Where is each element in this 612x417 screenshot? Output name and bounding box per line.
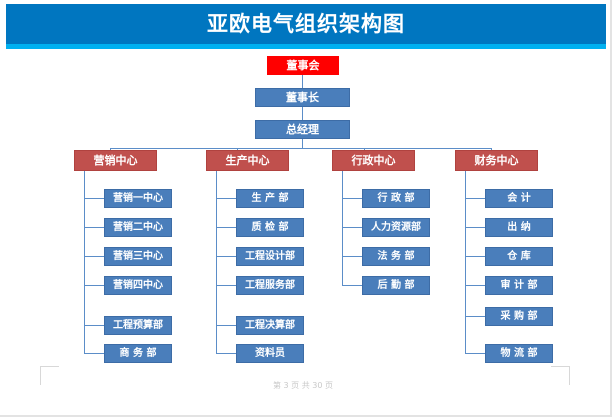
connector-spine-center-administration xyxy=(342,171,343,285)
title-banner: 亚欧电气组织架构图 xyxy=(6,4,606,44)
org-node-dept-logistics[interactable]: 物 流 部 xyxy=(485,344,553,363)
connector-stub-c1-d4 xyxy=(84,285,104,286)
org-node-dept-audit[interactable]: 审 计 部 xyxy=(485,276,553,295)
connector-stub-c2-d2 xyxy=(216,227,236,228)
connector-stub-c4-d1 xyxy=(465,198,485,199)
org-node-dept-engineering-service[interactable]: 工程服务部 xyxy=(236,276,304,295)
page-footer: 第 3 页 共 30 页 xyxy=(273,381,333,390)
org-node-dept-documentation-clerk[interactable]: 资料员 xyxy=(236,344,304,363)
org-node-dept-human-resources[interactable]: 人力资源部 xyxy=(362,218,430,237)
connector-gm-to-bus xyxy=(302,139,303,148)
connector-stub-c4-d3 xyxy=(465,256,485,257)
connector-stub-c2-d1 xyxy=(216,198,236,199)
org-node-dept-administration[interactable]: 行 政 部 xyxy=(362,189,430,208)
org-node-dept-warehouse[interactable]: 仓 库 xyxy=(485,247,553,266)
margin-mark-bottom-right xyxy=(551,366,570,385)
margin-mark-bottom-left xyxy=(40,366,59,385)
connector-spine-center-production xyxy=(216,171,217,353)
org-node-dept-engineering-settlement[interactable]: 工程决算部 xyxy=(236,316,304,335)
org-node-dept-marketing-3[interactable]: 营销三中心 xyxy=(104,247,172,266)
connector-stub-c1-d1 xyxy=(84,198,104,199)
org-node-chairman[interactable]: 董事长 xyxy=(255,88,350,107)
connector-spine-center-finance xyxy=(465,171,466,353)
org-node-general-manager[interactable]: 总经理 xyxy=(255,120,350,139)
connector-stub-c4-d6 xyxy=(465,353,485,354)
connector-center-bus xyxy=(110,148,491,149)
org-node-dept-cashier[interactable]: 出 纳 xyxy=(485,218,553,237)
connector-stub-c4-d4 xyxy=(465,285,485,286)
connector-stub-c3-d3 xyxy=(342,256,362,257)
connector-stub-c2-d3 xyxy=(216,256,236,257)
connector-stub-c3-d4 xyxy=(342,285,362,286)
connector-stub-c4-d2 xyxy=(465,227,485,228)
org-node-dept-accounting[interactable]: 会 计 xyxy=(485,189,553,208)
connector-stub-c1-d6 xyxy=(84,353,104,354)
org-node-dept-engineering-budget[interactable]: 工程预算部 xyxy=(104,316,172,335)
org-node-center-production[interactable]: 生产中心 xyxy=(206,150,289,171)
connector-chairman-to-gm xyxy=(302,107,303,120)
org-node-dept-business[interactable]: 商 务 部 xyxy=(104,344,172,363)
org-node-dept-marketing-4[interactable]: 营销四中心 xyxy=(104,276,172,295)
connector-stub-c1-d5 xyxy=(84,325,104,326)
connector-stub-c1-d3 xyxy=(84,256,104,257)
connector-spine-center-marketing xyxy=(84,171,85,353)
org-node-center-marketing[interactable]: 营销中心 xyxy=(74,150,157,171)
connector-stub-c2-d4 xyxy=(216,285,236,286)
org-node-board[interactable]: 董事会 xyxy=(267,56,339,75)
org-node-dept-engineering-design[interactable]: 工程设计部 xyxy=(236,247,304,266)
org-node-dept-legal[interactable]: 法 务 部 xyxy=(362,247,430,266)
connector-stub-c3-d2 xyxy=(342,227,362,228)
connector-stub-c4-d5 xyxy=(465,316,485,317)
org-node-dept-marketing-2[interactable]: 营销二中心 xyxy=(104,218,172,237)
org-node-dept-logistics-support[interactable]: 后 勤 部 xyxy=(362,276,430,295)
page-title: 亚欧电气组织架构图 xyxy=(207,12,405,36)
org-node-dept-production[interactable]: 生 产 部 xyxy=(236,189,304,208)
org-node-dept-quality-inspection[interactable]: 质 检 部 xyxy=(236,218,304,237)
org-node-dept-purchasing[interactable]: 采 购 部 xyxy=(485,307,553,326)
org-node-dept-marketing-1[interactable]: 营销一中心 xyxy=(104,189,172,208)
org-node-center-administration[interactable]: 行政中心 xyxy=(332,150,415,171)
connector-board-to-chairman xyxy=(302,75,303,88)
org-node-center-finance[interactable]: 财务中心 xyxy=(455,150,538,171)
connector-stub-c2-d6 xyxy=(216,353,236,354)
title-banner-stripe xyxy=(6,44,606,49)
connector-stub-c1-d2 xyxy=(84,227,104,228)
connector-stub-c3-d1 xyxy=(342,198,362,199)
connector-stub-c2-d5 xyxy=(216,325,236,326)
